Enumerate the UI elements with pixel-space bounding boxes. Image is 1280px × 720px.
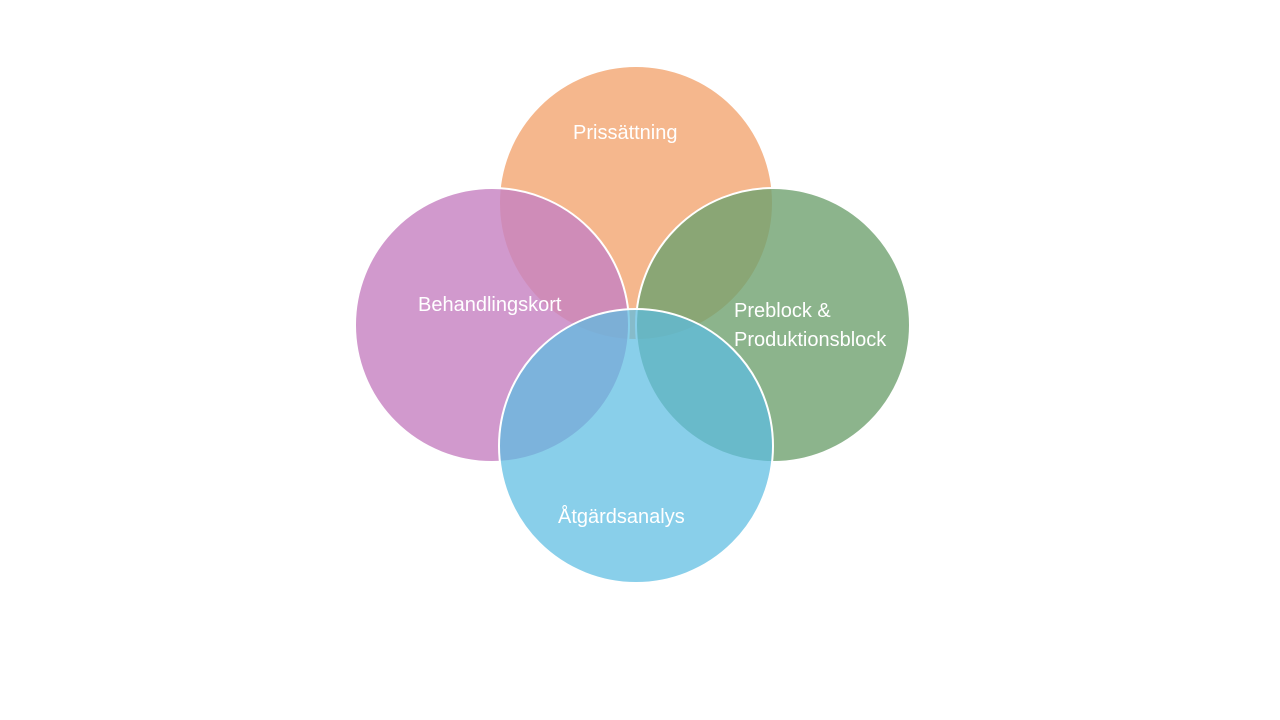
label-atgardsanalys: Åtgärdsanalys xyxy=(558,506,685,528)
label-prissattning: Prissättning xyxy=(573,122,678,144)
circle-atgardsanalys[interactable] xyxy=(498,308,774,584)
label-preblock-line-2: Produktionsblock xyxy=(734,329,887,351)
label-behandlingskort: Behandlingskort xyxy=(418,294,562,316)
label-preblock-line-1: Preblock & xyxy=(734,300,831,322)
label-preblock-produktionsblock: Preblock & Produktionsblock xyxy=(734,297,886,355)
